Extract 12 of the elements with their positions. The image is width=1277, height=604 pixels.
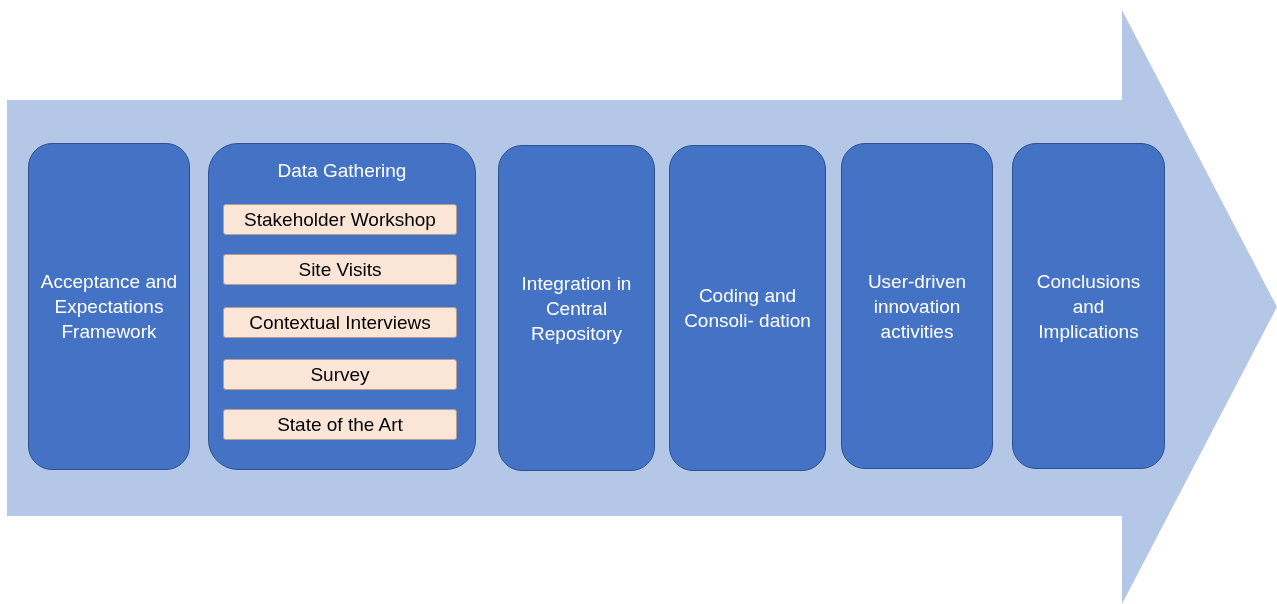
process-box: Conclusions and Implications [1012, 143, 1165, 469]
group-box [208, 143, 476, 470]
method-box: Survey [223, 359, 457, 390]
method-box: Stakeholder Workshop [223, 204, 457, 235]
method-box: Site Visits [223, 254, 457, 285]
process-box: Acceptance and Expectations Framework [28, 143, 190, 470]
method-box: State of the Art [223, 409, 457, 440]
method-box: Contextual Interviews [223, 307, 457, 338]
group-title: Data Gathering [276, 160, 408, 182]
process-box: Coding and Consoli- dation [669, 145, 826, 471]
process-box: User-driven innovation activities [841, 143, 993, 469]
process-box: Integration in Central Repository [498, 145, 655, 471]
